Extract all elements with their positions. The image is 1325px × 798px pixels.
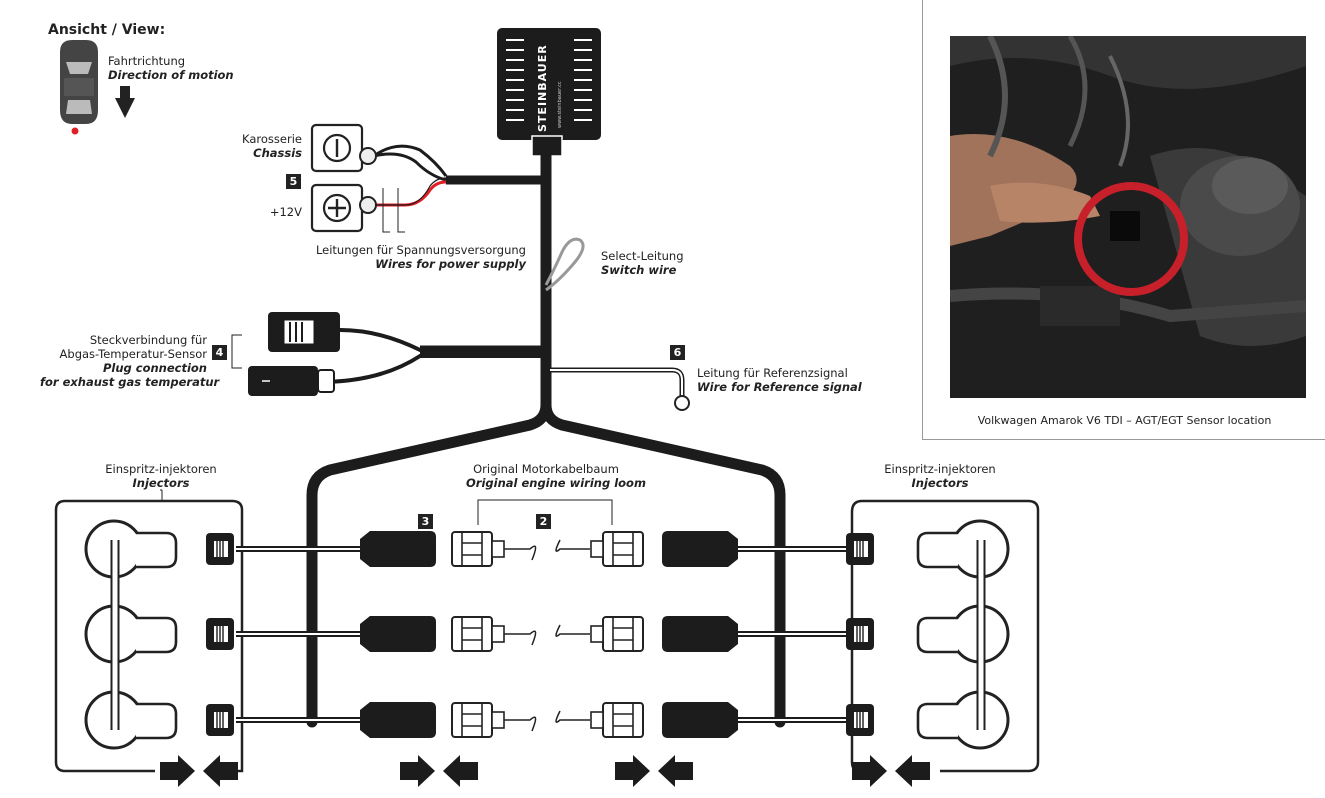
badge-6: 6 (670, 345, 685, 360)
direction-arrow-icon (115, 86, 135, 118)
badge-2: 2 (536, 514, 551, 529)
reference-label: Leitung für Referenzsignal Wire for Refe… (697, 366, 862, 394)
module-url: www.steinbauer.cc (557, 81, 563, 128)
loom-bracket (477, 499, 613, 525)
engine-photo (950, 36, 1306, 398)
loom-label: Original Motorkabelbaum Original engine … (466, 462, 646, 490)
injectors-right-label: Einspritz-injektoren Injectors (884, 462, 996, 490)
badge-5: 5 (286, 174, 301, 189)
module-brand: STEINBAUER (536, 44, 549, 132)
sensor-location-circle (1074, 182, 1188, 296)
badge-4: 4 (212, 345, 227, 360)
reference-wire (550, 367, 690, 411)
steinbauer-module: STEINBAUER www.steinbauer.cc (497, 28, 601, 157)
chassis-label: Karosserie Chassis (242, 132, 302, 160)
main-harness (306, 144, 786, 728)
connect-arrows (160, 755, 930, 787)
injectors-left-label: Einspritz-injektoren Injectors (105, 462, 217, 490)
photo-panel: Volkwagen Amarok V6 TDI – AGT/EGT Sensor… (922, 0, 1325, 440)
egt-label: Steckverbindung für Abgas-Temperatur-Sen… (40, 333, 220, 389)
right-injector-frame (850, 499, 1040, 773)
car-icon (60, 40, 98, 124)
left-injector-frame (54, 489, 244, 773)
badge-3: 3 (418, 514, 433, 529)
direction-label: Fahrtrichtung Direction of motion (108, 54, 234, 82)
power-wires-label: Leitungen für Spannungsversorgung Wires … (315, 243, 526, 271)
photo-caption: Volkwagen Amarok V6 TDI – AGT/EGT Sensor… (977, 414, 1272, 427)
harness-rows (205, 499, 875, 738)
egt-connector (231, 312, 547, 396)
select-wire-loop (544, 237, 585, 292)
view-title: Ansicht / View: (48, 22, 166, 38)
plus12v-label: +12V (269, 205, 302, 219)
power-wires (310, 123, 546, 233)
select-wire-label: Select-Leitung Switch wire (601, 249, 684, 277)
front-marker-dot (71, 127, 79, 135)
